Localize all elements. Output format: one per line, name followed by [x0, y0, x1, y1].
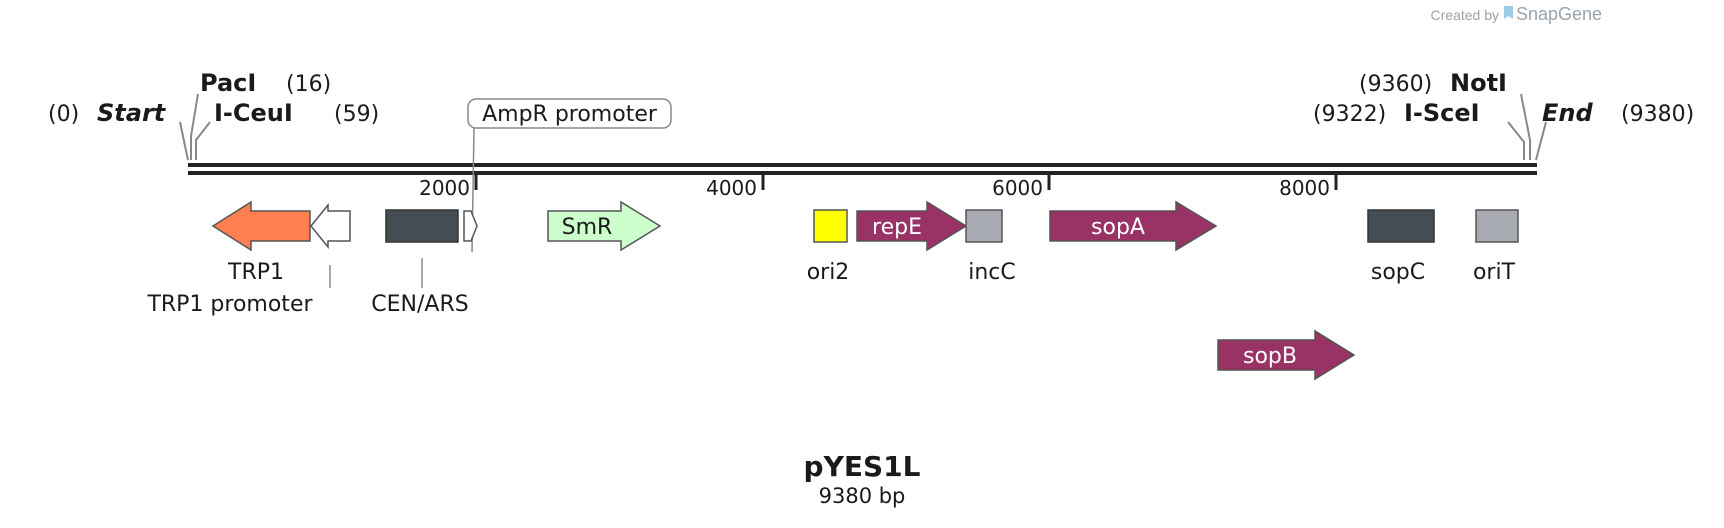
repe-label[interactable]: repE: [872, 215, 922, 240]
trp1-promoter-arrow[interactable]: [310, 202, 351, 250]
noti-site-label[interactable]: NotI: [1450, 69, 1507, 97]
iscei-position: (9322): [1313, 102, 1386, 127]
incc-label[interactable]: incC: [968, 260, 1016, 285]
right-site-leaders: [1507, 93, 1547, 161]
tick-label-6000: 6000: [992, 176, 1043, 200]
start-leader: [179, 121, 189, 161]
credit-text: Created by: [1431, 7, 1499, 23]
brand-text: SnapGene: [1516, 4, 1602, 24]
start-site-label[interactable]: Start: [97, 99, 167, 127]
cen-ars-box[interactable]: [385, 209, 459, 243]
trp1-promoter-label[interactable]: TRP1 promoter: [146, 292, 313, 317]
left-site-leaders: [179, 93, 211, 161]
noti-position: (9360): [1359, 72, 1432, 97]
tick-label-4000: 4000: [706, 176, 757, 200]
end-leader: [1535, 121, 1547, 161]
plasmid-size: 9380 bp: [819, 484, 906, 508]
end-site-label[interactable]: End: [1542, 99, 1593, 127]
dna-strand-bottom: [188, 171, 1537, 175]
repe-arrow[interactable]: [856, 200, 968, 252]
orit-box[interactable]: [1475, 209, 1519, 243]
iscei-site-label[interactable]: I-SceI: [1404, 99, 1480, 127]
ori2-label[interactable]: ori2: [807, 260, 850, 285]
snapgene-logo-icon: [1504, 6, 1513, 19]
paci-leader: [190, 93, 199, 160]
start-position: (0): [48, 102, 79, 127]
orit-label[interactable]: oriT: [1473, 260, 1516, 285]
sopa-arrow[interactable]: [1049, 200, 1218, 252]
paci-position: (16): [286, 72, 331, 97]
tick-label-2000: 2000: [419, 176, 470, 200]
sopc-label[interactable]: sopC: [1371, 260, 1425, 285]
end-position: (9380): [1621, 102, 1694, 127]
iscei-leader: [1507, 121, 1525, 160]
cen-ars-label[interactable]: CEN/ARS: [371, 292, 468, 317]
ampr-promoter-label[interactable]: AmpR promoter: [482, 102, 658, 127]
iceui-leader: [195, 121, 211, 160]
iceui-position: (59): [334, 102, 379, 127]
ruler: 2000 4000 6000 8000: [419, 175, 1338, 200]
iceui-site-label[interactable]: I-CeuI: [214, 99, 293, 127]
sopa-label[interactable]: sopA: [1091, 215, 1145, 240]
sopb-arrow[interactable]: [1217, 329, 1356, 381]
tick-label-8000: 8000: [1279, 176, 1330, 200]
plasmid-name: pYES1L: [804, 450, 921, 483]
ampr-promoter-callout: [467, 98, 672, 129]
paci-site-label[interactable]: PacI: [200, 69, 256, 97]
ampr-promoter-arrow[interactable]: [463, 210, 478, 242]
noti-leader: [1520, 93, 1531, 160]
trp1-label[interactable]: TRP1: [227, 260, 284, 285]
ori2-box[interactable]: [813, 209, 848, 243]
sopb-label[interactable]: sopB: [1243, 344, 1297, 369]
smr-label[interactable]: SmR: [562, 215, 613, 240]
smr-arrow[interactable]: [547, 200, 662, 252]
sopc-box[interactable]: [1367, 209, 1435, 243]
incc-box[interactable]: [965, 209, 1003, 243]
dna-strand-top: [188, 163, 1537, 167]
trp1-arrow[interactable]: [211, 200, 311, 252]
